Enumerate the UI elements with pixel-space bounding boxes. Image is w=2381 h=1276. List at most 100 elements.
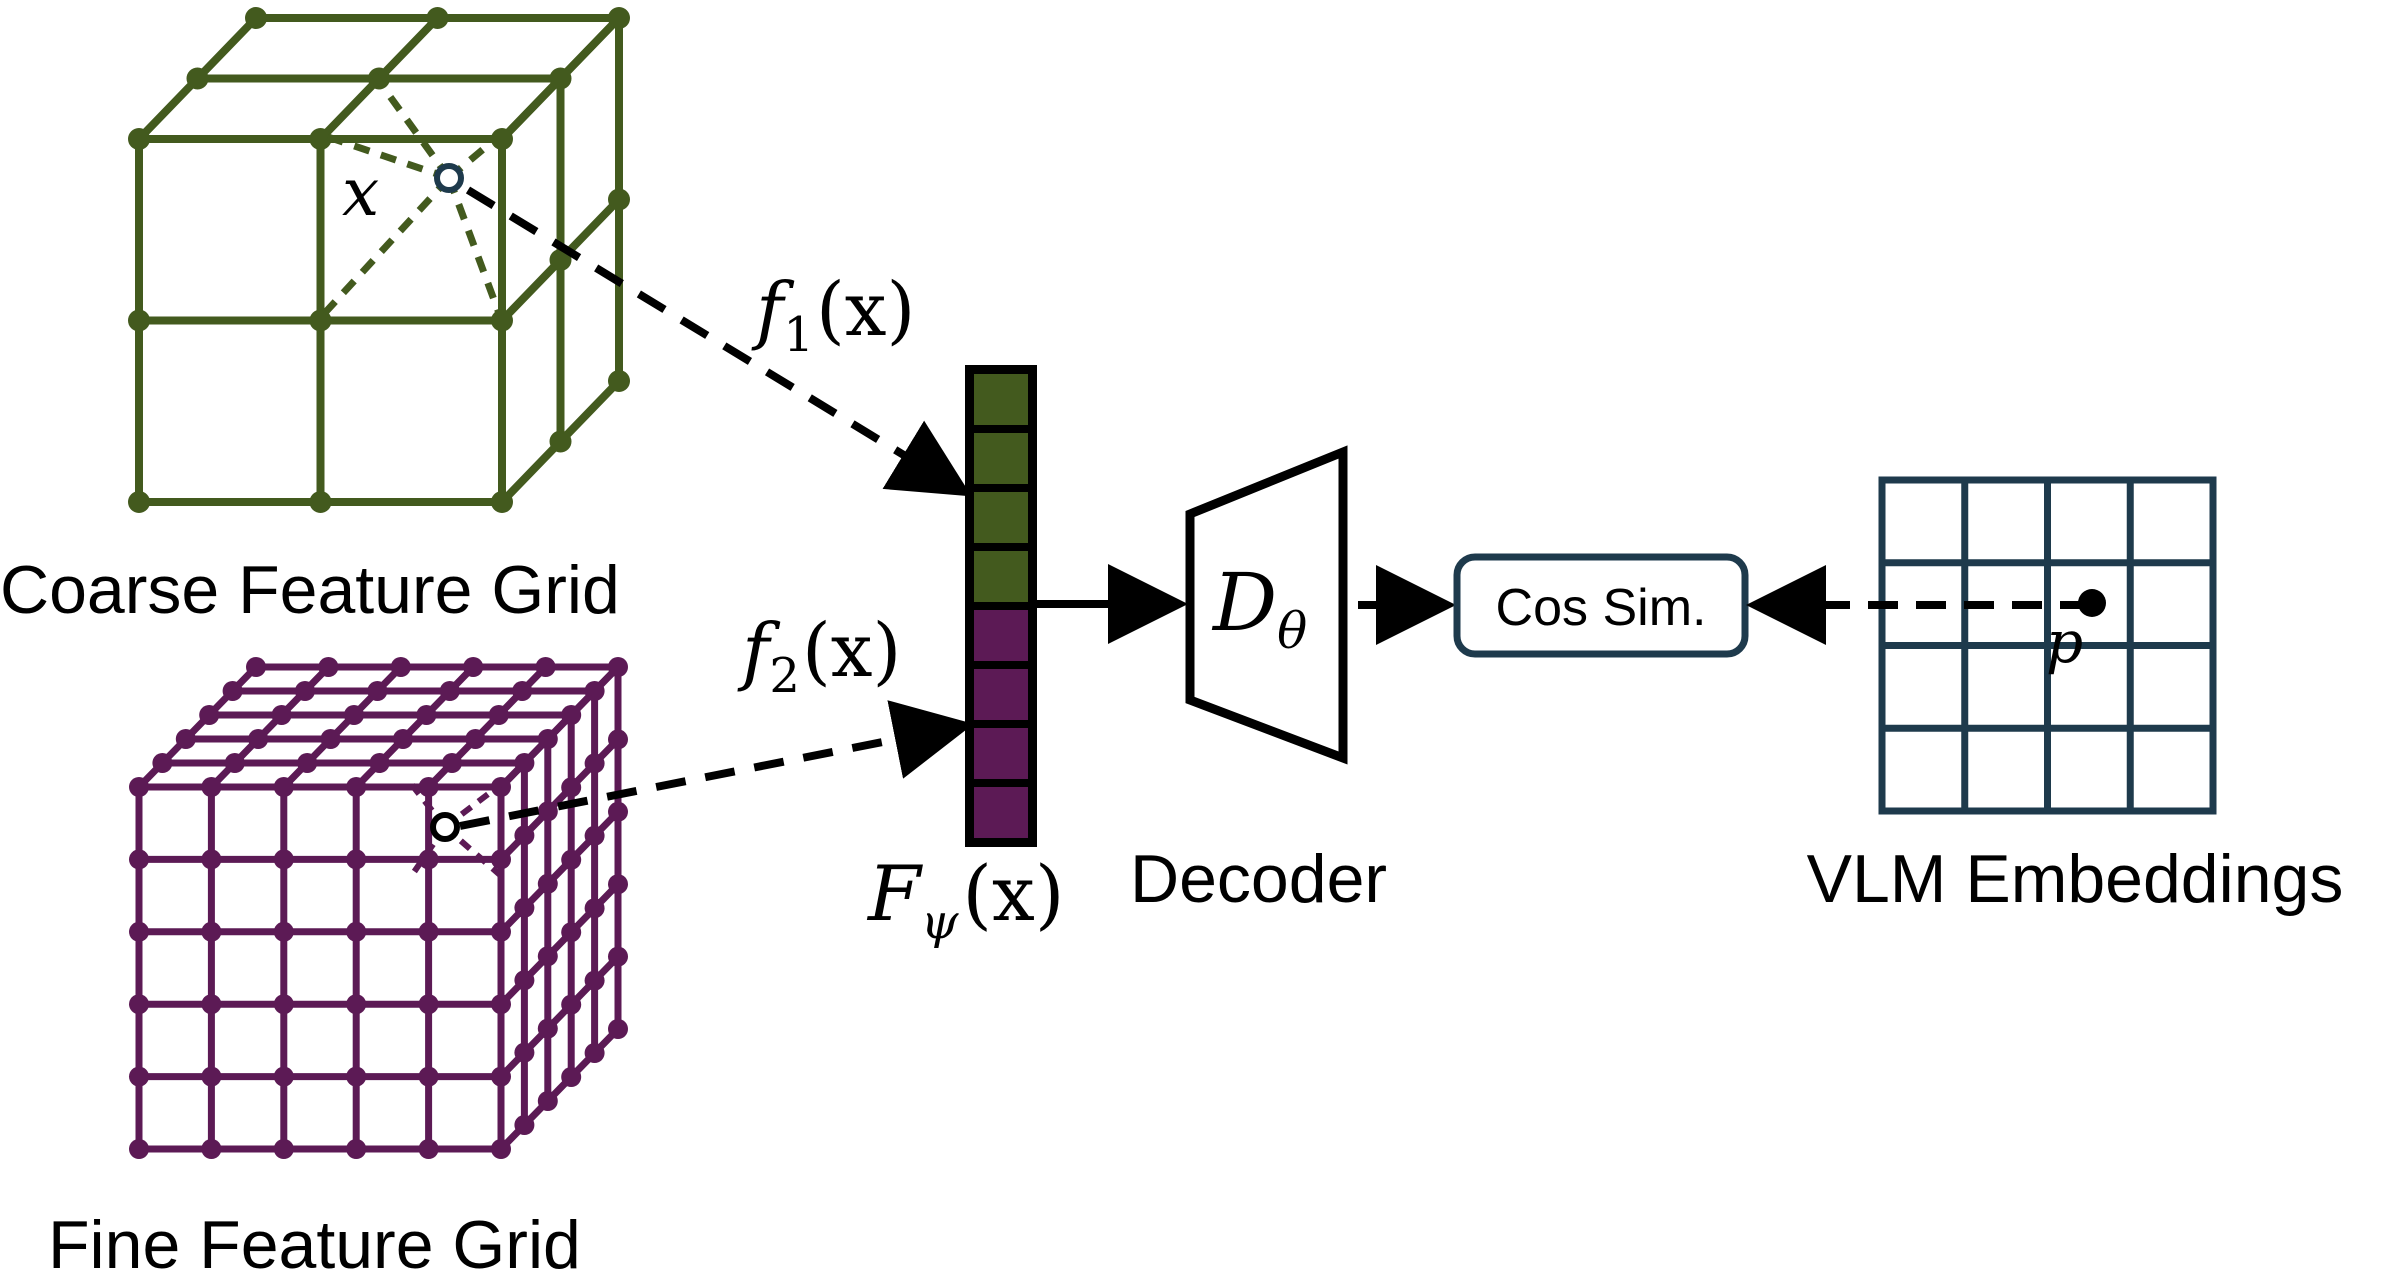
x-label: x	[342, 154, 379, 231]
grid-node	[318, 657, 339, 677]
vlm-query-point	[2078, 589, 2106, 617]
grid-node	[201, 1139, 222, 1159]
grid-node	[346, 921, 367, 942]
coarse-query-point	[434, 163, 464, 193]
feature-cell-fine	[974, 728, 1028, 779]
grid-node	[393, 729, 413, 749]
grid-node	[535, 657, 556, 677]
grid-node	[271, 705, 292, 725]
coarse-to-vector-arrow	[465, 186, 972, 497]
grid-node	[344, 705, 364, 725]
grid-node	[295, 681, 315, 701]
grid-node	[514, 825, 535, 846]
fine-feature-grid	[129, 657, 628, 1159]
grid-node	[128, 491, 150, 513]
coarse-grid-label: Coarse Feature Grid	[0, 552, 620, 628]
grid-node	[608, 657, 628, 677]
grid-node	[514, 1042, 535, 1063]
grid-node	[129, 777, 149, 797]
feature-cell-fine	[974, 610, 1028, 661]
grid-node	[201, 849, 222, 870]
grid-node	[273, 921, 294, 942]
grid-node	[537, 946, 558, 967]
grid-node	[512, 681, 533, 701]
grid-node	[418, 1066, 439, 1087]
grid-node	[346, 1066, 367, 1087]
grid-node	[608, 874, 628, 895]
decoder-label: Decoder	[1130, 841, 1387, 917]
grid-node	[201, 777, 222, 797]
grid-node	[297, 753, 318, 773]
grid-node	[584, 1043, 605, 1063]
grid-node	[537, 1018, 558, 1039]
grid-node	[224, 753, 245, 773]
grid-node	[608, 370, 630, 392]
grid-node	[222, 681, 243, 701]
grid-node	[491, 849, 511, 870]
grid-node	[561, 705, 582, 725]
grid-node	[442, 753, 462, 773]
grid-node	[248, 729, 269, 749]
grid-node	[514, 970, 535, 991]
grid-node	[491, 921, 511, 942]
feature-cell-coarse	[974, 374, 1028, 425]
grid-node	[346, 777, 367, 797]
fine-grid-label: Fine Feature Grid	[48, 1207, 581, 1276]
grid-node	[346, 994, 367, 1015]
grid-node	[491, 1066, 511, 1087]
grid-node	[608, 7, 630, 29]
feature-cell-coarse	[974, 551, 1028, 602]
grid-node	[128, 309, 150, 332]
grid-node	[491, 491, 513, 513]
grid-node	[418, 921, 439, 942]
grid-node	[561, 1067, 582, 1087]
grid-node	[390, 657, 411, 677]
grid-node	[537, 873, 558, 894]
grid-node	[537, 729, 558, 749]
grid-node	[273, 849, 294, 870]
feature-cell-coarse	[974, 492, 1028, 543]
grid-node	[129, 921, 149, 942]
grid-node	[418, 994, 439, 1015]
grid-node	[129, 994, 149, 1015]
coarse-feature-grid	[128, 7, 630, 513]
grid-node	[175, 729, 196, 749]
grid-node	[369, 753, 390, 773]
grid-node	[128, 128, 150, 150]
grid-node	[273, 994, 294, 1015]
grid-node	[309, 128, 332, 150]
grid-node	[418, 777, 439, 797]
grid-node	[584, 681, 605, 701]
grid-node	[491, 994, 511, 1015]
grid-node	[608, 946, 628, 967]
grid-node	[346, 849, 367, 870]
grid-node	[584, 825, 605, 846]
grid-node	[129, 849, 149, 870]
grid-node	[584, 970, 605, 991]
grid-node	[584, 898, 605, 919]
vlm-embeddings-grid	[1878, 476, 2217, 815]
fine-to-vector-arrow	[459, 700, 974, 830]
grid-node	[561, 994, 582, 1015]
grid-node	[491, 1139, 511, 1159]
grid-node	[608, 729, 628, 750]
grid-node	[561, 777, 582, 798]
grid-node	[514, 753, 535, 773]
grid-node	[367, 681, 388, 701]
grid-node	[186, 67, 209, 90]
grid-node	[199, 705, 220, 725]
grid-node	[549, 430, 572, 453]
vlm-embeddings-label: VLM Embeddings	[1807, 841, 2344, 917]
grid-node	[273, 1139, 294, 1159]
grid-node	[245, 7, 267, 29]
grid-node	[152, 753, 173, 773]
f-psi-label: Fψ(x)	[866, 849, 1065, 950]
grid-node	[608, 801, 628, 822]
grid-node	[561, 849, 582, 870]
grid-node	[320, 729, 341, 749]
decoder-symbol: Dθ	[1211, 556, 1307, 660]
grid-node	[346, 1139, 367, 1159]
grid-node	[246, 657, 266, 677]
grid-node	[463, 657, 484, 677]
grid-node	[488, 705, 509, 725]
